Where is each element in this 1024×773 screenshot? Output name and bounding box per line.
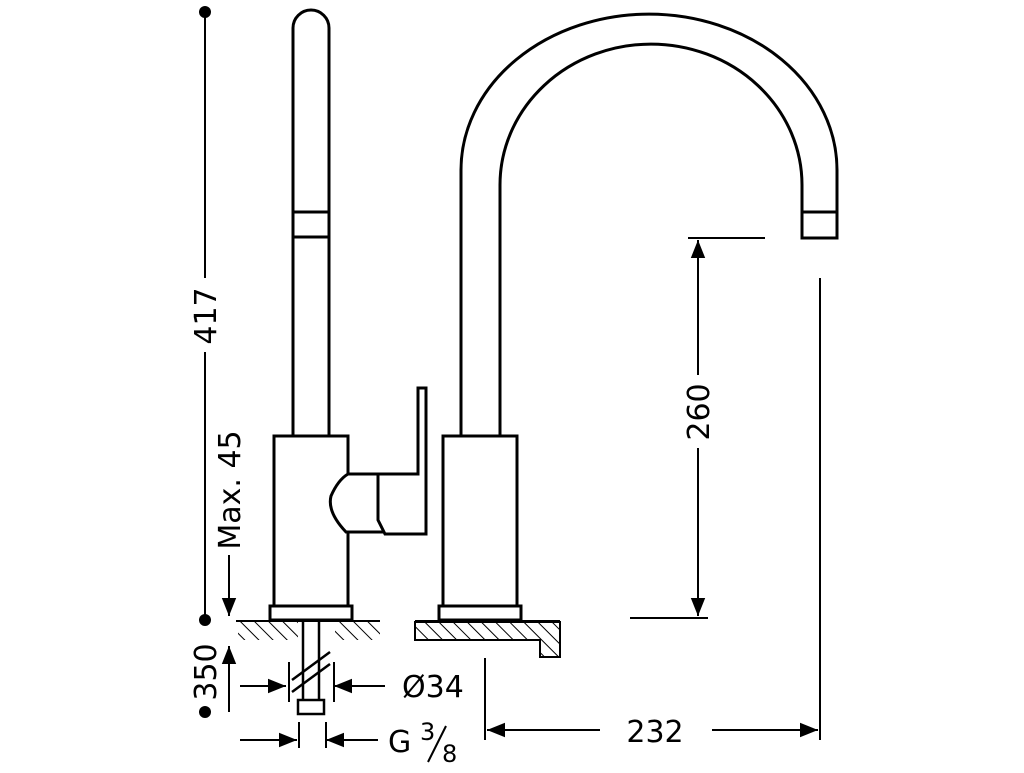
reference-dots <box>199 6 211 718</box>
fraction-slash <box>427 725 447 763</box>
countertop <box>236 620 561 658</box>
right-body <box>441 434 519 608</box>
dim-hole-diameter: Ø34 <box>402 670 464 705</box>
dim-connection-numerator: 3 <box>420 718 435 746</box>
faucet-outline <box>268 8 839 622</box>
dim-max-deck: Max. 45 <box>213 430 248 549</box>
lever-blade <box>376 386 428 536</box>
dim-spout-reach: 232 <box>626 715 683 750</box>
dim-hose-length: 350 <box>189 643 224 700</box>
supply-hose <box>291 622 331 716</box>
hose-connector <box>296 698 326 716</box>
counter-right-hatch <box>414 621 561 658</box>
right-base <box>437 604 523 622</box>
dim-total-height: 417 <box>189 287 224 344</box>
dim-spout-outlet-height: 260 <box>682 383 717 440</box>
counter-mid-hatch <box>335 622 380 640</box>
dimension-lines <box>204 12 821 748</box>
spout <box>459 12 839 436</box>
counter-left-hatch <box>238 622 298 640</box>
dim-connection-denominator: 8 <box>442 740 457 768</box>
left-base <box>268 604 354 622</box>
lever-knob <box>328 472 387 534</box>
dim-connection-thread: G <box>388 725 411 760</box>
left-rod <box>291 8 331 436</box>
